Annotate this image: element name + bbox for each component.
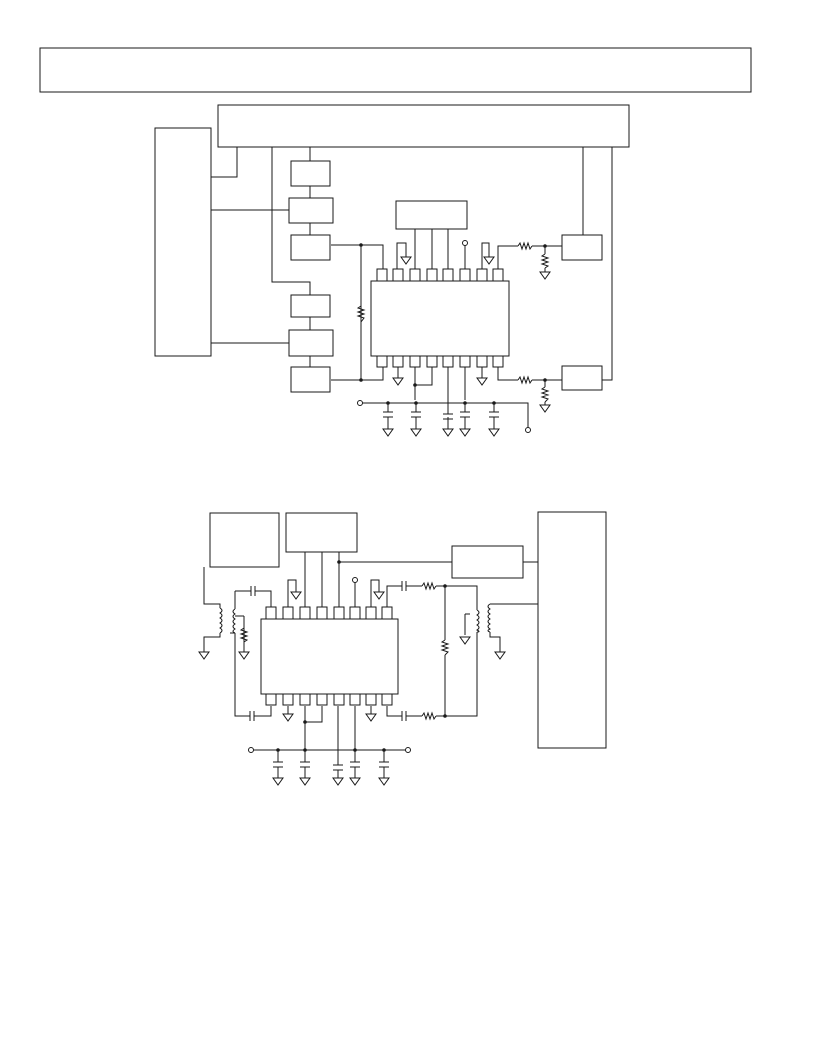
bus-wires (188, 147, 613, 429)
terminal-circles-lower (248, 577, 411, 753)
interface-block (154, 127, 212, 357)
controller-bus-box (217, 104, 630, 148)
ground-symbol (365, 713, 377, 722)
ic-upper-bottom-pin-6 (459, 355, 471, 368)
reference-block-lower (285, 512, 358, 553)
ic-upper-top-pin-2 (392, 268, 404, 282)
ground-symbol (332, 777, 344, 786)
buffer-block-2 (288, 197, 334, 224)
ic-lower-top-pin-7 (365, 606, 377, 620)
ground-symbol (299, 777, 311, 786)
ic-chip-upper-pins (376, 268, 504, 368)
ic-chip-lower (260, 618, 399, 695)
ground-symbol (459, 428, 471, 437)
ic-upper-bottom-pin-8 (492, 355, 504, 368)
ground-symbol (272, 777, 284, 786)
resistor-symbols-lower (239, 581, 450, 721)
ground-symbol (483, 256, 495, 265)
ic-lower-bottom-pin-1 (265, 693, 277, 706)
ground-symbol (238, 651, 250, 660)
junction-dots-lower (276, 560, 447, 752)
junction-dots-upper (359, 243, 547, 405)
ic-lower-top-pin-2 (282, 606, 294, 620)
resistor-symbols (356, 241, 550, 403)
capacitor-symbols-lower (249, 581, 407, 771)
terminal-circles-upper (357, 240, 531, 433)
ic-upper-top-pin-6 (459, 268, 471, 282)
output-block-top (561, 234, 603, 261)
ic-lower-top-pin-1 (265, 606, 277, 620)
ic-lower-bottom-pin-3 (299, 693, 311, 706)
ic-upper-bottom-pin-4 (426, 355, 438, 368)
ic-lower-top-pin-6 (349, 606, 361, 620)
page-header-box (39, 47, 752, 93)
ic-lower-bottom-pin-5 (333, 693, 345, 706)
ground-symbols-upper (382, 256, 551, 437)
ic-lower-top-pin-8 (381, 606, 393, 620)
figure-upper-application-circuit (154, 104, 630, 437)
ground-symbol (459, 636, 471, 645)
ic-chip-lower-pins (265, 606, 393, 706)
ic-chip-upper (370, 280, 510, 357)
ic-lower-bottom-pin-4 (316, 693, 328, 706)
ic-upper-bottom-pin-2 (392, 355, 404, 368)
ic-lower-bottom-pin-2 (282, 693, 294, 706)
ic-lower-bottom-pin-7 (365, 693, 377, 706)
ic-lower-bottom-pin-6 (349, 693, 361, 706)
ground-symbol (488, 428, 500, 437)
ic-upper-top-pin-1 (376, 268, 388, 282)
ground-symbol (282, 713, 294, 722)
ground-symbols-lower (198, 591, 506, 786)
ground-symbol (392, 377, 404, 386)
reference-block (395, 200, 468, 230)
ground-symbol (373, 591, 385, 600)
ic-lower-bottom-pin-8 (381, 693, 393, 706)
ground-symbol (410, 428, 422, 437)
ground-symbol (349, 777, 361, 786)
ground-symbol (539, 271, 551, 280)
ic-lower-top-pin-4 (316, 606, 328, 620)
ic-upper-top-pin-5 (442, 268, 454, 282)
ground-symbol (476, 377, 488, 386)
capacitor-symbols (383, 411, 499, 420)
output-block-bottom (561, 365, 603, 391)
buffer-block-4 (290, 294, 331, 318)
ic-upper-bottom-pin-7 (476, 355, 488, 368)
ic-upper-top-pin-8 (492, 268, 504, 282)
ground-symbol (494, 651, 506, 660)
buffer-block-6 (290, 366, 331, 393)
buffer-block-3 (290, 234, 331, 261)
ic-upper-bottom-pin-5 (442, 355, 454, 368)
coil-symbols (219, 603, 492, 634)
buffer-block-1 (290, 160, 331, 187)
ground-symbol (382, 428, 394, 437)
ic-lower-top-pin-3 (299, 606, 311, 620)
ic-upper-top-pin-4 (426, 268, 438, 282)
receiver-block (537, 511, 607, 749)
source-block (209, 512, 280, 568)
ground-symbol (442, 428, 454, 437)
ic-upper-bottom-pin-3 (409, 355, 421, 368)
ground-symbol (539, 404, 551, 413)
buffer-block-5 (288, 329, 334, 357)
clock-block (451, 545, 524, 579)
ic-upper-top-pin-3 (409, 268, 421, 282)
ground-symbol (378, 777, 390, 786)
figure-lower-application-circuit (198, 511, 607, 786)
ic-upper-bottom-pin-1 (376, 355, 388, 368)
ground-symbol (290, 591, 302, 600)
ground-symbol (400, 256, 412, 265)
ic-lower-top-pin-5 (333, 606, 345, 620)
bus-wires-lower (203, 552, 538, 778)
ground-symbol (198, 651, 210, 660)
ic-upper-top-pin-7 (476, 268, 488, 282)
